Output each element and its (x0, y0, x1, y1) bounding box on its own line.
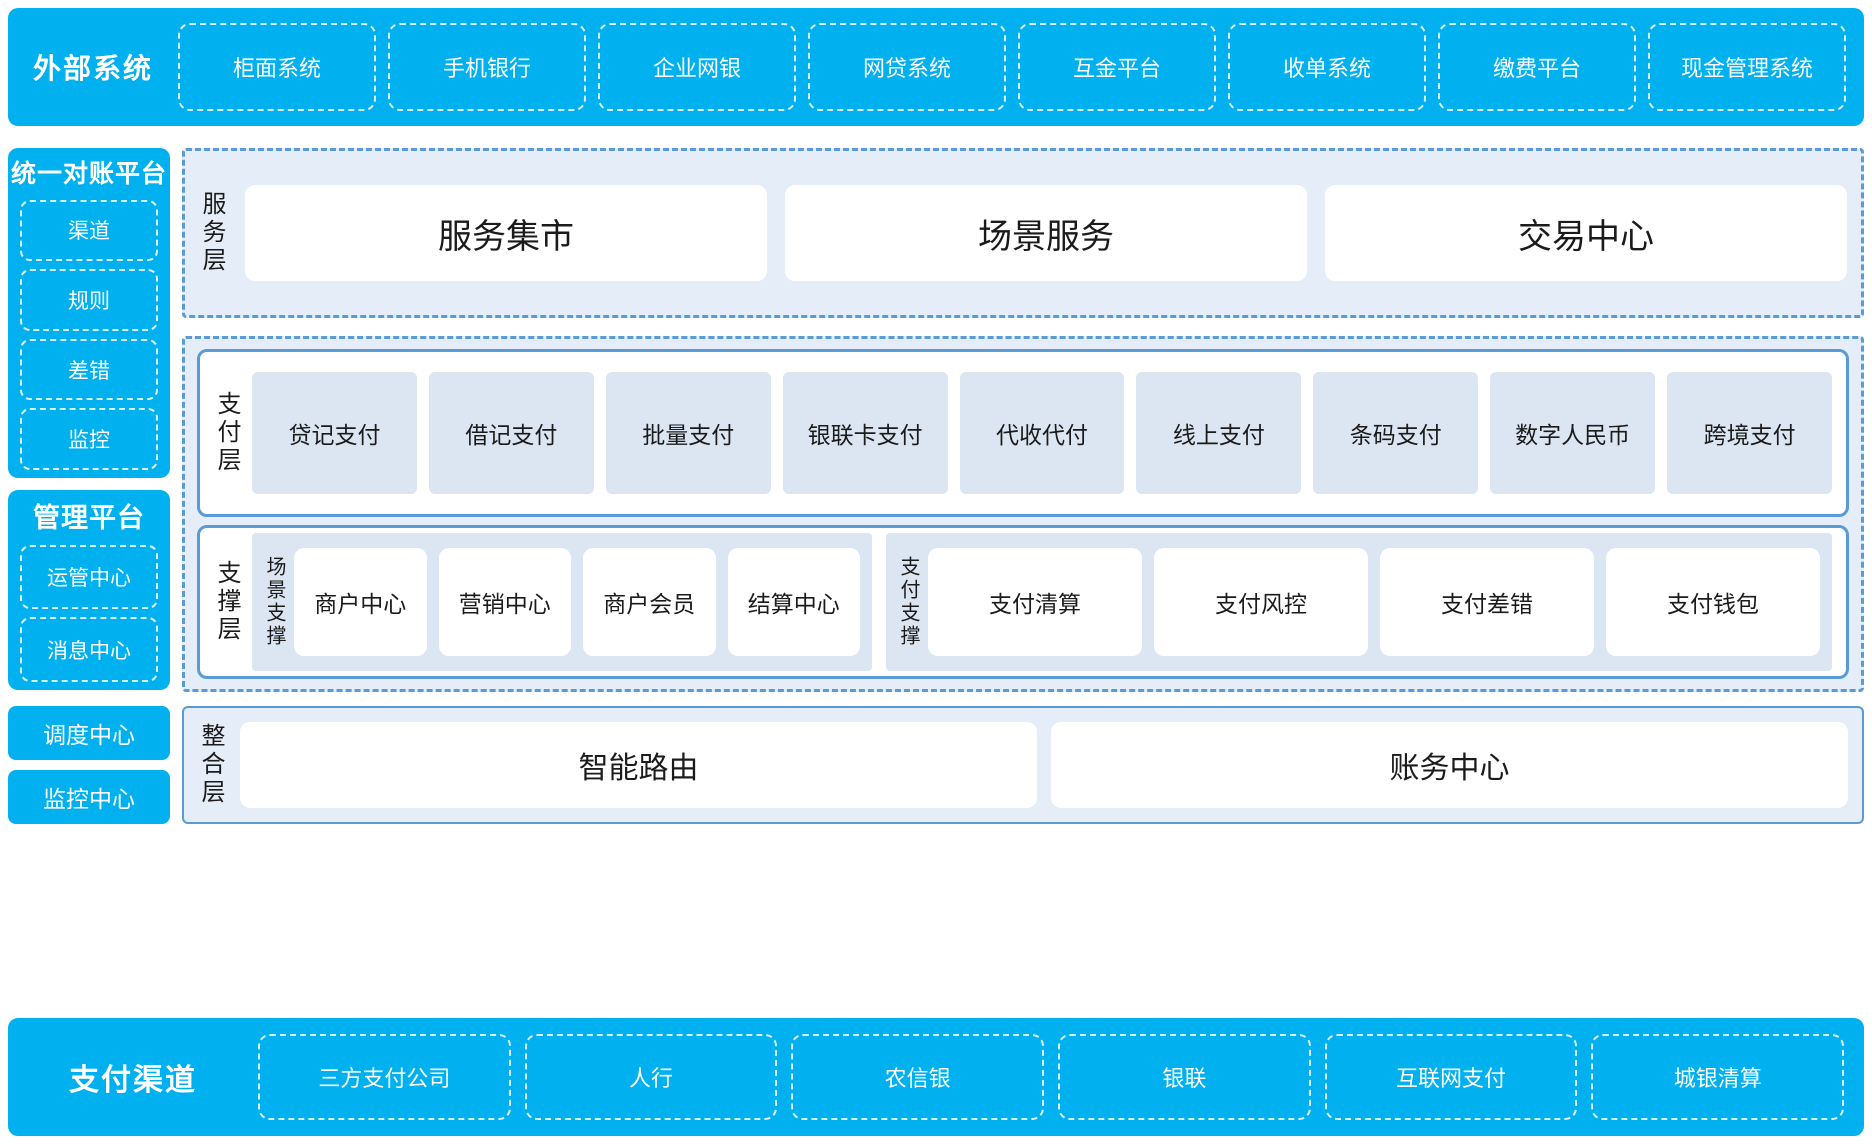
payment-tile-unionpay-card[interactable]: 银联卡支付 (782, 372, 948, 494)
support-tile-marketing-center[interactable]: 营销中心 (438, 548, 571, 656)
external-systems-list: 柜面系统 手机银行 企业网银 网贷系统 互金平台 收单系统 缴费平台 现金管理系… (178, 23, 1846, 111)
management-item-message-center[interactable]: 消息中心 (20, 617, 158, 682)
payment-tile-barcode[interactable]: 条码支付 (1313, 372, 1479, 494)
payment-tile-credit[interactable]: 贷记支付 (252, 372, 417, 494)
support-tile-merchant-member[interactable]: 商户会员 (583, 548, 716, 656)
support-group-payment-tiles: 支付清算 支付风控 支付差错 支付钱包 (928, 548, 1820, 656)
payment-channel-item[interactable]: 农信银 (791, 1034, 1045, 1120)
reconciliation-item-error[interactable]: 差错 (20, 338, 158, 401)
external-system-item[interactable]: 企业网银 (598, 23, 796, 111)
payment-layer-label: 支付层 (213, 391, 240, 475)
external-system-item[interactable]: 缴费平台 (1438, 23, 1636, 111)
payment-channels-bar: 支付渠道 三方支付公司 人行 农信银 银联 互联网支付 城银清算 (8, 1018, 1864, 1136)
support-layer-box: 支撑层 场景支撑 商户中心 营销中心 商户会员 结算中心 支付支撑 支付清算 (197, 525, 1849, 679)
support-layer-groups: 场景支撑 商户中心 营销中心 商户会员 结算中心 支付支撑 支付清算 支付风控 … (252, 533, 1832, 671)
reconciliation-item-channel[interactable]: 渠道 (20, 199, 158, 262)
integration-card-smart-routing[interactable]: 智能路由 (240, 722, 1037, 808)
integration-layer-cards: 智能路由 账务中心 (240, 722, 1848, 808)
external-system-item[interactable]: 网贷系统 (808, 23, 1006, 111)
payment-tile-cross-border[interactable]: 跨境支付 (1667, 372, 1833, 494)
service-card-scenario[interactable]: 场景服务 (785, 185, 1307, 281)
management-item-operations-center[interactable]: 运管中心 (20, 544, 158, 610)
service-layer-label: 服务层 (198, 191, 225, 275)
payment-channel-item[interactable]: 三方支付公司 (258, 1034, 511, 1120)
reconciliation-title: 统一对账平台 (11, 160, 168, 188)
support-tile-payment-wallet[interactable]: 支付钱包 (1606, 548, 1820, 656)
support-tile-payment-risk-control[interactable]: 支付风控 (1154, 548, 1368, 656)
service-layer-region: 服务层 服务集市 场景服务 交易中心 (182, 148, 1864, 318)
management-platform-card: 管理平台 运管中心 消息中心 (8, 490, 170, 690)
support-layer-label: 支撑层 (213, 560, 240, 644)
external-system-item[interactable]: 现金管理系统 (1648, 23, 1846, 111)
external-system-item[interactable]: 柜面系统 (178, 23, 376, 111)
payment-tile-digital-rmb[interactable]: 数字人民币 (1490, 372, 1656, 494)
support-tile-settlement-center[interactable]: 结算中心 (727, 548, 860, 656)
payment-channel-item[interactable]: 银联 (1058, 1034, 1311, 1120)
payment-channel-item[interactable]: 互联网支付 (1324, 1034, 1578, 1120)
payment-tile-batch[interactable]: 批量支付 (605, 372, 771, 494)
payment-channel-item[interactable]: 城银清算 (1591, 1034, 1845, 1120)
payment-channel-item[interactable]: 人行 (524, 1034, 778, 1120)
support-group-scenario-label: 场景支撑 (263, 556, 285, 648)
service-card-marketplace[interactable]: 服务集市 (245, 185, 767, 281)
support-tile-payment-clearing[interactable]: 支付清算 (928, 548, 1142, 656)
support-group-payment: 支付支撑 支付清算 支付风控 支付差错 支付钱包 (886, 533, 1832, 671)
support-group-payment-label: 支付支撑 (897, 556, 919, 648)
payment-tile-collection-payment[interactable]: 代收代付 (959, 372, 1125, 494)
reconciliation-item-monitor[interactable]: 监控 (20, 408, 158, 470)
support-group-scenario-tiles: 商户中心 营销中心 商户会员 结算中心 (294, 548, 860, 656)
support-group-scenario: 场景支撑 商户中心 营销中心 商户会员 结算中心 (252, 533, 872, 671)
payment-layer-box: 支付层 贷记支付 借记支付 批量支付 银联卡支付 代收代付 线上支付 条码支付 … (197, 349, 1849, 517)
external-system-item[interactable]: 收单系统 (1228, 23, 1426, 111)
external-system-item[interactable]: 互金平台 (1018, 23, 1216, 111)
payment-channels-title: 支付渠道 (69, 1064, 197, 1097)
payment-channels-list: 三方支付公司 人行 农信银 银联 互联网支付 城银清算 (258, 1034, 1845, 1120)
reconciliation-item-rule[interactable]: 规则 (20, 269, 158, 331)
external-systems-bar: 外部系统 柜面系统 手机银行 企业网银 网贷系统 互金平台 收单系统 缴费平台 … (8, 8, 1864, 126)
integration-layer-label: 整合层 (197, 723, 224, 807)
service-card-transaction-center[interactable]: 交易中心 (1325, 185, 1847, 281)
support-tile-payment-exception[interactable]: 支付差错 (1380, 548, 1594, 656)
payment-and-support-region: 支付层 贷记支付 借记支付 批量支付 银联卡支付 代收代付 线上支付 条码支付 … (182, 336, 1864, 692)
payment-tile-debit[interactable]: 借记支付 (428, 372, 594, 494)
payment-tile-online[interactable]: 线上支付 (1136, 372, 1302, 494)
monitor-center-card[interactable]: 监控中心 (8, 770, 170, 824)
external-systems-title: 外部系统 (32, 53, 153, 84)
unified-reconciliation-platform-card: 统一对账平台 渠道 规则 差错 监控 (8, 148, 170, 478)
management-title: 管理平台 (33, 503, 145, 533)
integration-card-accounting-center[interactable]: 账务中心 (1051, 722, 1848, 808)
payment-layer-tiles: 贷记支付 借记支付 批量支付 银联卡支付 代收代付 线上支付 条码支付 数字人民… (252, 372, 1833, 494)
external-system-item[interactable]: 手机银行 (388, 23, 586, 111)
integration-layer-region: 整合层 智能路由 账务中心 (182, 706, 1864, 824)
service-layer-cards: 服务集市 场景服务 交易中心 (245, 185, 1847, 281)
dispatch-center-card[interactable]: 调度中心 (8, 706, 170, 760)
support-tile-merchant-center[interactable]: 商户中心 (294, 548, 427, 656)
